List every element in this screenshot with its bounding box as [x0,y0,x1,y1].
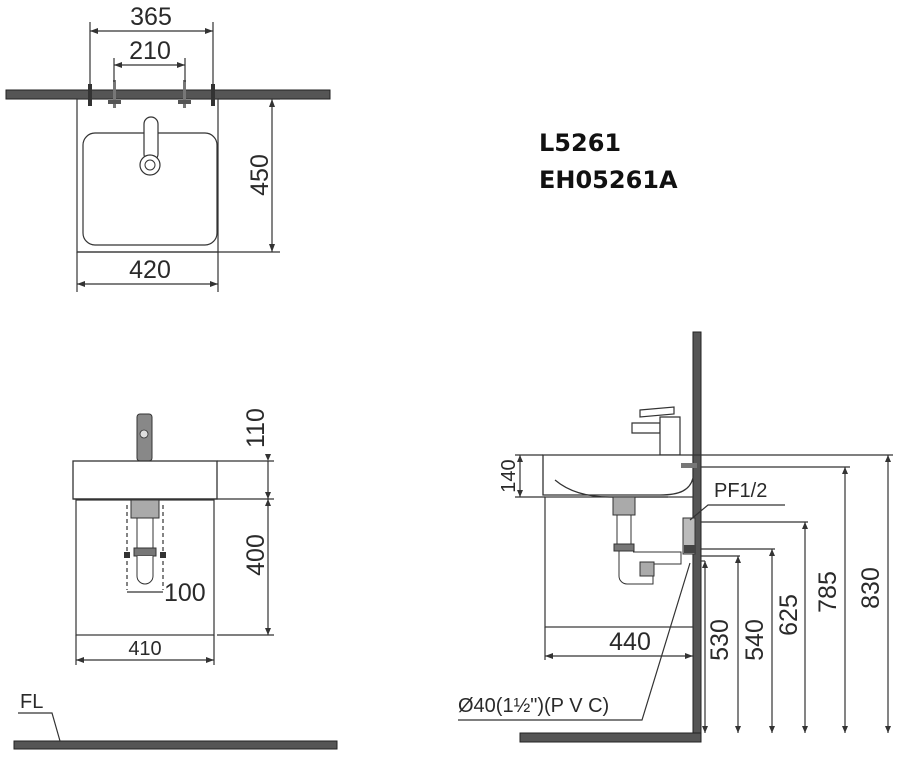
wall-bolt-icons [88,80,215,108]
floor-bar [13,740,338,750]
dim-625-label: 625 [775,594,803,636]
side-view: 140 PF1/2 440 530 540 625 785 830 Ø40(1½… [458,331,893,743]
side-drain-pipe-icon [612,463,697,585]
drain-spec-label: Ø40(1½")(P V C) [458,695,609,717]
dim-830-label: 830 [857,567,885,609]
front-basin [72,460,218,500]
dim-110-label: 110 [242,408,270,448]
floor-level: FL [13,691,338,750]
front-view: 100 110 400 410 [72,408,274,665]
dim-365-label: 365 [130,3,172,31]
dim-530-label: 530 [706,619,734,661]
dim-210-label: 210 [129,37,171,65]
dim-420-label: 420 [129,256,171,284]
floor-label: FL [20,691,43,713]
dim-140-label: 140 [498,459,520,492]
front-faucet-icon [136,413,153,462]
dim-100-label: 100 [164,579,206,607]
side-faucet-icon [631,406,681,456]
model-name-1: L5261 [539,129,621,157]
dim-540-label: 540 [741,619,769,661]
side-basin [542,454,694,496]
side-floor [519,732,702,743]
top-wall-bar [5,89,331,100]
dim-450-label: 450 [246,154,274,196]
dim-410-label: 410 [128,638,161,660]
front-drain-pipe-icon [124,499,166,590]
dim-400-label: 400 [242,534,270,576]
dim-785-label: 785 [814,571,842,613]
dim-440-label: 440 [609,628,651,656]
top-view: 365 210 450 420 [5,3,331,292]
model-name-2: EH05261A [539,166,678,194]
pf-label: PF1/2 [714,480,767,502]
top-faucet-icon [139,116,161,176]
